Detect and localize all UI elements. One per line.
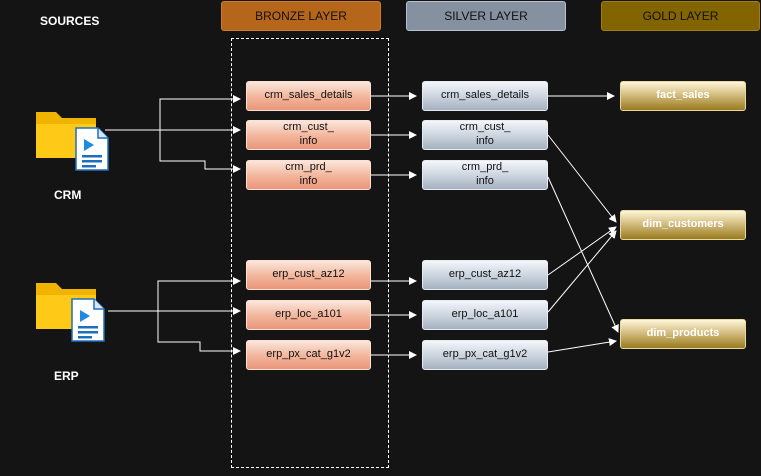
bronze-crm-cust-info[interactable]: crm_cust_ info [246, 120, 371, 150]
silver-erp-loc-a101[interactable]: erp_loc_a101 [422, 300, 548, 330]
silver-crm-cust-info[interactable]: crm_cust_ info [422, 120, 548, 150]
erp-to-px-cat [108, 310, 241, 355]
silver-gold-loc-a101 [547, 230, 617, 313]
bronze-erp-px-cat-g1v2[interactable]: erp_px_cat_g1v2 [246, 340, 371, 370]
bronze-layer-header: BRONZE LAYER [221, 1, 381, 31]
erp-to-cust-az12 [108, 277, 241, 312]
bronze-layer-boundary [231, 38, 389, 468]
erp-folder-file-icon [36, 283, 105, 342]
silver-erp-cust-az12[interactable]: erp_cust_az12 [422, 260, 548, 290]
silver-gold-px-cat [547, 338, 617, 353]
crm-folder-file-icon [36, 112, 109, 171]
crm-source-label: CRM [54, 188, 82, 202]
bronze-crm-prd-info[interactable]: crm_prd_ info [246, 160, 371, 190]
erp-source-label: ERP [54, 369, 79, 383]
gold-dim-customers[interactable]: dim_customers [620, 210, 746, 240]
silver-crm-sales-details[interactable]: crm_sales_details [422, 81, 548, 111]
crm-to-prd-info [105, 129, 241, 173]
silver-layer-header: SILVER LAYER [406, 1, 566, 31]
bronze-erp-cust-az12[interactable]: erp_cust_az12 [246, 260, 371, 290]
silver-gold-cust-az12 [547, 226, 617, 276]
gold-layer-header: GOLD LAYER [601, 1, 760, 31]
silver-gold-prd-info [547, 176, 619, 333]
silver-erp-px-cat-g1v2[interactable]: erp_px_cat_g1v2 [422, 340, 548, 370]
gold-fact-sales[interactable]: fact_sales [620, 81, 746, 111]
sources-title: SOURCES [40, 14, 100, 28]
silver-crm-prd-info[interactable]: crm_prd_ info [422, 160, 548, 190]
bronze-erp-loc-a101[interactable]: erp_loc_a101 [246, 300, 371, 330]
silver-gold-cust-info [547, 134, 617, 223]
crm-to-sales-details [105, 95, 241, 131]
bronze-crm-sales-details[interactable]: crm_sales_details [246, 81, 371, 111]
gold-dim-products[interactable]: dim_products [620, 319, 746, 349]
